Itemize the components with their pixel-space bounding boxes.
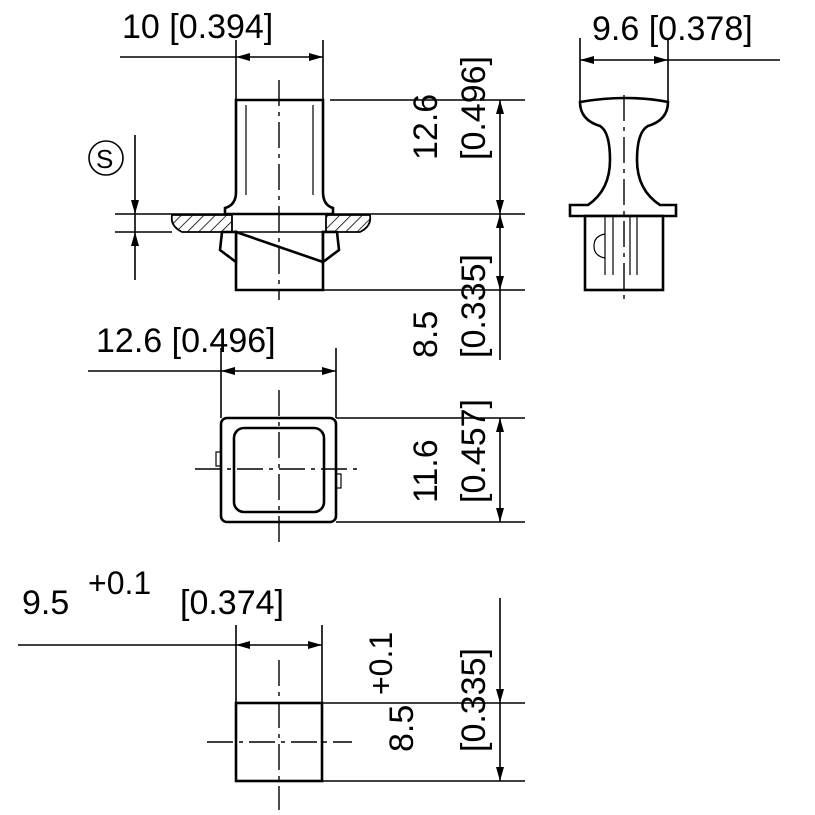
dim-upper-height-inch: [0.496] <box>455 56 493 160</box>
front-view <box>115 80 525 300</box>
front-snap-right <box>321 230 341 265</box>
dim-upper-height-value: 12.6 <box>407 94 445 160</box>
dim-side-width: 9.6 [0.378] <box>579 10 780 102</box>
side-cap <box>568 96 678 218</box>
dim-cutout-width-inch: [0.374] <box>180 584 284 622</box>
panel-section <box>170 214 233 233</box>
dim-front-heights: 12.6 [0.496] 8.5 [0.335] <box>323 56 525 360</box>
dim-square-width: 12.6 [0.496] <box>88 322 337 418</box>
dim-cutout-height-inch: [0.335] <box>455 648 493 752</box>
dim-cutout-height-tol: +0.1 <box>363 632 399 695</box>
panel-thickness-symbol: S <box>96 144 113 174</box>
dim-square-height-value: 11.6 <box>407 439 445 503</box>
dim-cutout-width-tol: +0.1 <box>88 565 151 601</box>
dim-square-height: 11.6 [0.457] <box>336 399 525 523</box>
circle-s-icon <box>88 140 124 176</box>
dim-cutout-width: 9.5 +0.1 [0.374] <box>18 565 323 703</box>
panel-thickness-dim: S <box>88 135 139 280</box>
dim-square-height-inch: [0.457] <box>455 399 493 503</box>
dim-lower-height-inch: [0.335] <box>455 254 493 358</box>
panel-section-right <box>325 214 372 233</box>
dim-side-width-label: 9.6 [0.378] <box>592 10 753 48</box>
dim-cutout-height: 8.5 +0.1 [0.335] <box>322 598 525 782</box>
front-snap-left <box>218 230 238 265</box>
dim-top-width-label: 10 [0.394] <box>122 8 273 46</box>
dim-cutout-width-value: 9.5 <box>22 584 69 622</box>
dim-top-width: 10 [0.394] <box>120 8 324 100</box>
dim-lower-height-value: 8.5 <box>407 311 445 358</box>
front-lower-body <box>234 230 338 292</box>
square-inner <box>232 426 326 514</box>
dim-cutout-height-value: 8.5 <box>383 705 421 752</box>
dim-square-width-label: 12.6 [0.496] <box>96 322 276 360</box>
cutout-view <box>207 660 352 810</box>
side-view <box>568 95 678 300</box>
square-view <box>195 390 362 548</box>
